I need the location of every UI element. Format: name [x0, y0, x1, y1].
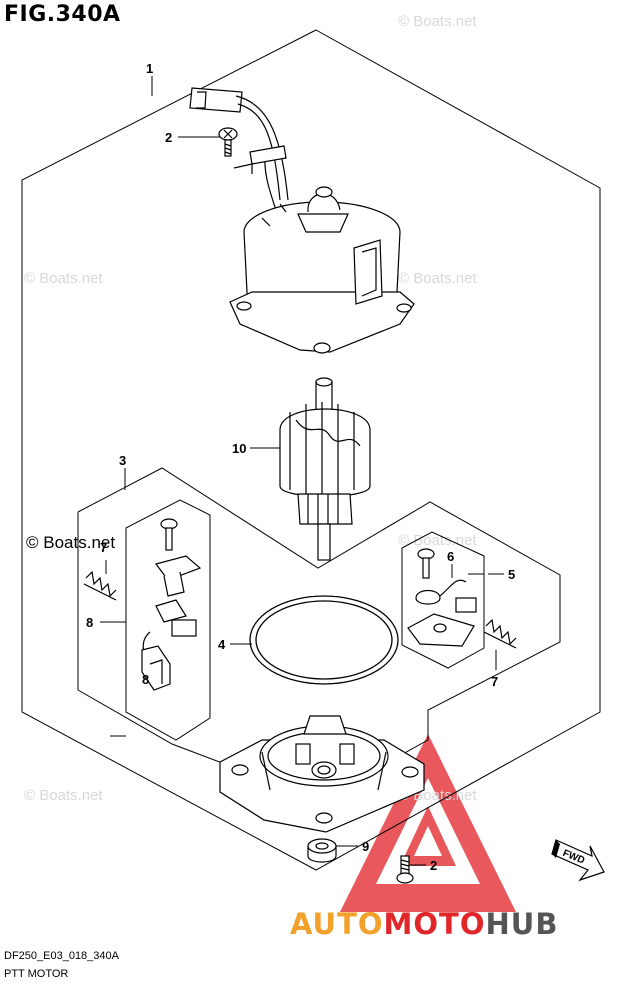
callout-8: 8	[142, 672, 149, 687]
brand-part-hub: HUB	[486, 907, 559, 941]
callout-10: 10	[232, 441, 246, 456]
callout-6: 6	[447, 549, 454, 564]
drawing-caption: PTT MOTOR	[4, 968, 69, 980]
callout-9: 9	[362, 839, 369, 854]
watermark-dark: © Boats.net	[26, 533, 115, 552]
drawing-code: DF250_E03_018_340A	[4, 950, 119, 962]
watermark: © Boats.net	[398, 532, 477, 549]
spring-right	[483, 618, 517, 649]
armature	[279, 377, 371, 561]
callout-3: 3	[119, 453, 126, 468]
watermark: © Boats.net	[398, 270, 477, 287]
brand-part-moto: MOTO	[384, 907, 486, 941]
callout-7: 7	[491, 674, 498, 689]
fwd-arrow-icon: FWD	[551, 839, 605, 882]
callout-4: 4	[218, 637, 226, 652]
callout-8: 8	[86, 615, 93, 630]
callout-2: 2	[165, 130, 172, 145]
assembly-boundary-1	[21, 29, 601, 871]
watermark: © Boats.net	[24, 270, 103, 287]
brush-holder-left	[141, 518, 202, 691]
screw-top	[218, 127, 238, 157]
figure-title: FIG.340A	[4, 2, 121, 27]
leader-lines	[100, 76, 504, 866]
o-ring	[249, 595, 399, 685]
motor-end-cap	[219, 715, 425, 833]
assembly-boundary-3	[77, 467, 561, 801]
motor-housing	[189, 87, 415, 354]
watermark: © Boats.net	[398, 13, 477, 30]
callout-7: 7	[100, 540, 107, 555]
callout-5: 5	[508, 567, 515, 582]
brand-part-auto: AUTO	[290, 907, 384, 941]
brand-wordmark: AUTOMOTOHUB	[290, 907, 558, 941]
seal-washer	[307, 838, 337, 863]
watermark: © Boats.net	[24, 787, 103, 804]
svg-text:AUTOMOTOHUB: AUTOMOTOHUB	[290, 907, 558, 941]
callout-2: 2	[430, 858, 437, 873]
assembly-boundary-5	[401, 531, 485, 669]
spring-left	[83, 570, 117, 601]
brush-holder-right	[407, 548, 477, 647]
brush-holder-frame	[125, 499, 211, 741]
screw-bottom	[396, 855, 414, 884]
callout-1: 1	[146, 61, 153, 76]
